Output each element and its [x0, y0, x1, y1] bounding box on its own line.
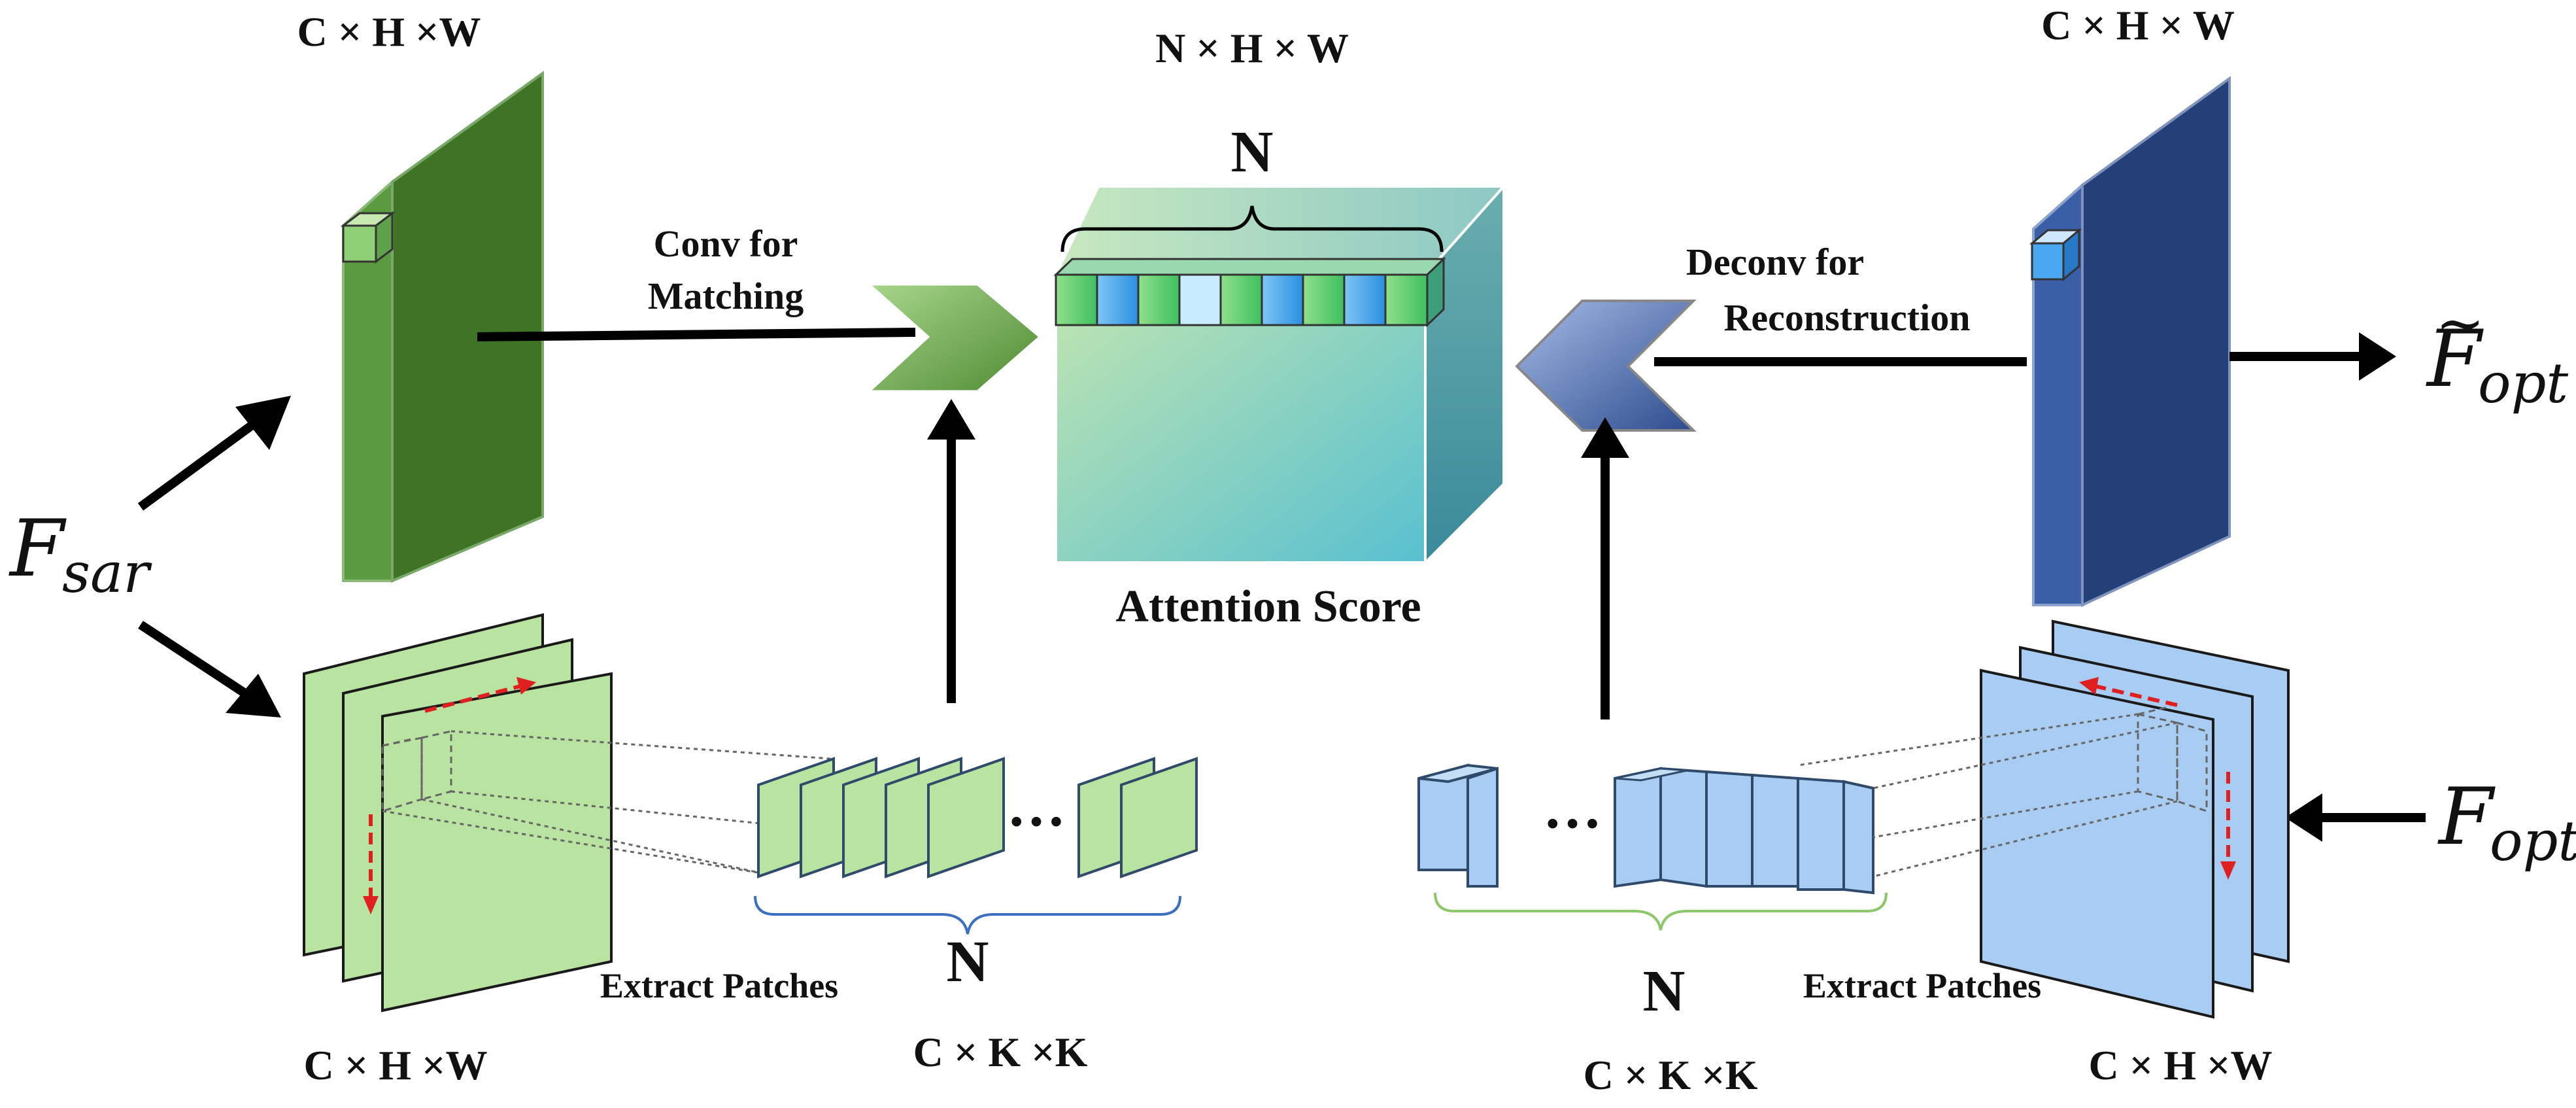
f-opt-input-label: F opt [2437, 772, 2576, 873]
deconv-label-line1: Deconv for [1686, 241, 1864, 283]
score-cell [1302, 273, 1346, 326]
attention-score-cube [1053, 182, 1507, 566]
bottom-left-dims-label: C × H ×W [304, 1042, 488, 1088]
left-patch-n-label: N [947, 929, 989, 994]
right-patch-n-label: N [1643, 959, 1686, 1024]
conv-matching-arrow [867, 283, 1042, 392]
arrow-up-right [1581, 417, 1629, 458]
left-ellipsis: … [1007, 774, 1066, 839]
conv-label-line1: Conv for [654, 222, 798, 265]
svg-text:F: F [2426, 314, 2484, 405]
patch [1705, 770, 1754, 888]
score-cell [1096, 273, 1140, 326]
deconv-label-line2: Reconstruction [1724, 296, 1971, 339]
opt-patch-set [1417, 763, 1888, 931]
patch [1659, 767, 1708, 888]
left-patch-dims-label: C × K ×K [913, 1029, 1088, 1075]
f-sar-input-label: F sar [8, 504, 152, 605]
svg-text:F: F [8, 504, 67, 595]
attention-n-label: N [1231, 120, 1274, 184]
top-left-dims-label: C × H ×W [297, 9, 481, 55]
f-opt-reconstructed-output-label: F ~ opt [2426, 289, 2568, 415]
score-cell [1219, 273, 1263, 326]
score-cell-row [1053, 256, 1446, 328]
sar-query-cube [340, 211, 396, 264]
deconv-reconstruction-arrow [1515, 300, 1697, 432]
svg-text:sar: sar [62, 541, 152, 605]
left-extract-patches-label: Extract Patches [600, 966, 838, 1005]
patch [1842, 780, 1874, 895]
attention-score-label: Attention Score [1115, 581, 1421, 632]
svg-text:~: ~ [2435, 289, 2484, 358]
opt-patch-extraction-stack [1797, 619, 2290, 1019]
right-patch-dims-label: C × K ×K [1584, 1052, 1758, 1098]
patch [927, 757, 1005, 878]
score-cell [1384, 273, 1429, 326]
score-cell [1261, 273, 1304, 326]
arrow-to-sar-patches [138, 621, 258, 704]
patch [1466, 767, 1499, 888]
reconstruction-cube [2029, 228, 2082, 282]
arrow-up-left [927, 399, 975, 440]
flow-arrows [137, 328, 2426, 842]
right-extract-patches-label: Extract Patches [1803, 966, 2041, 1005]
reconstructed-feature-map [2029, 76, 2231, 608]
svg-text:F: F [2437, 772, 2496, 863]
score-cell [1343, 273, 1387, 326]
top-center-dims-label: N × H × W [1155, 25, 1349, 71]
sar-patch-extraction-stack [303, 613, 831, 1013]
patch [1797, 776, 1845, 891]
left-patch-brace [754, 895, 1181, 935]
patch [1614, 767, 1662, 888]
score-cell [1055, 273, 1098, 326]
patch [1751, 773, 1799, 888]
svg-text:opt: opt [2478, 351, 2568, 415]
right-patch-brace [1434, 892, 1888, 931]
patch [1120, 757, 1198, 878]
arrow-to-sar-map [137, 409, 271, 511]
svg-text:opt: opt [2490, 809, 2576, 873]
bottom-right-dims-label: C × H ×W [2089, 1042, 2273, 1088]
score-cell [1137, 273, 1181, 326]
conv-label-line2: Matching [648, 275, 804, 317]
right-ellipsis: … [1543, 776, 1602, 840]
sar-patch-set [754, 757, 1198, 935]
arrow-to-output [2359, 332, 2396, 381]
cells-brace [1060, 205, 1444, 252]
top-right-dims-label: C × H × W [2041, 2, 2235, 48]
score-cell [1178, 273, 1222, 326]
sar-feature-map [340, 71, 544, 583]
arrow-from-fopt [2285, 793, 2322, 842]
